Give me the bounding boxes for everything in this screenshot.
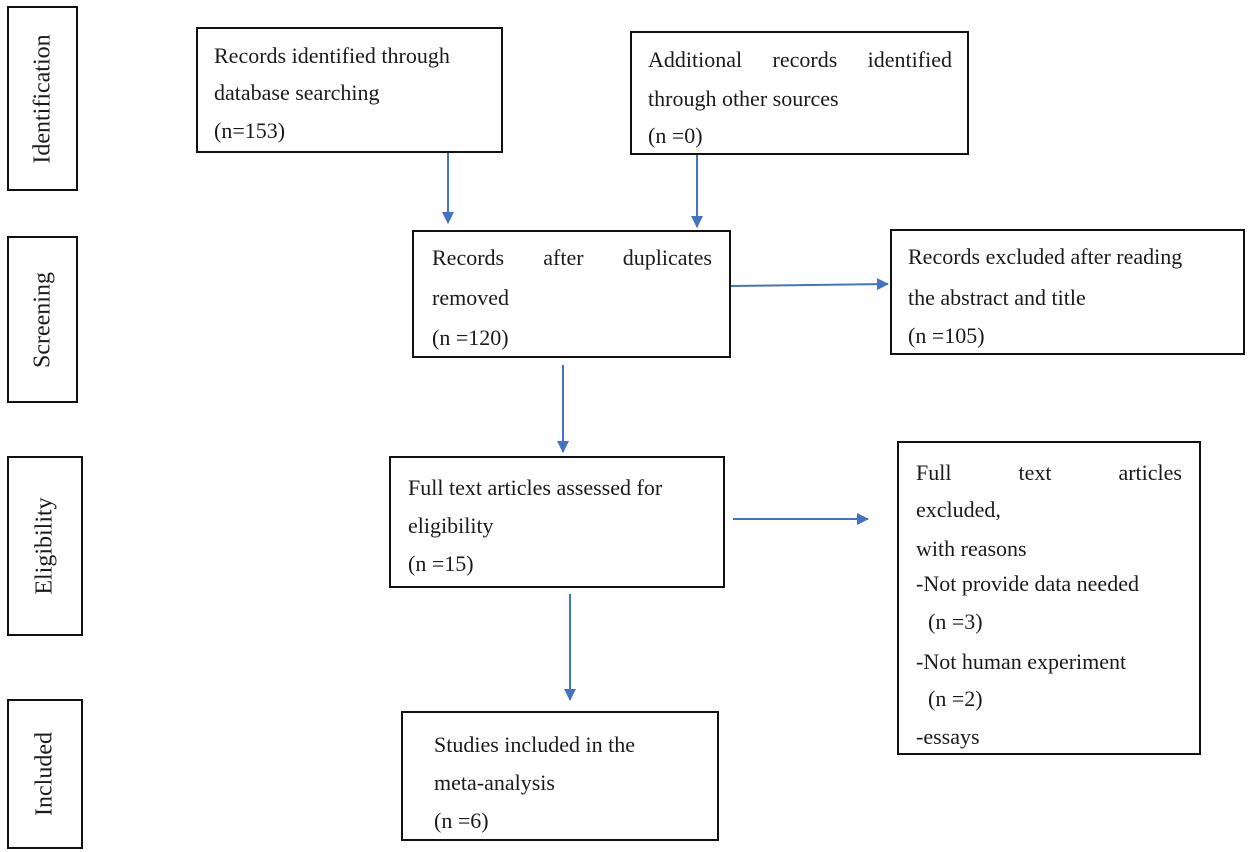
after-duplicates-box: Records after duplicates removed (n =120… — [412, 230, 731, 358]
included-studies-box: Studies included in the meta-analysis (n… — [401, 711, 719, 841]
full-text-excluded-line3: with reasons — [916, 536, 1027, 561]
full-text-assessed-line2: eligibility — [408, 513, 494, 538]
other-sources-line1: Additional records identified — [648, 47, 952, 72]
full-text-excluded-line1: Full text articles — [916, 460, 1182, 485]
reason-not-human: -Not human experiment — [916, 649, 1127, 674]
stage-identification: Identification — [7, 6, 78, 191]
other-sources-box: Additional records identified through ot… — [630, 31, 969, 155]
reason-not-provide-data-count: (n =3) — [928, 609, 983, 634]
excluded-abstract-count: (n =105) — [908, 323, 985, 348]
database-search-box: Records identified through database sear… — [196, 27, 503, 153]
stage-included: Included — [7, 699, 83, 849]
stage-eligibility: Eligibility — [7, 456, 83, 636]
after-duplicates-count: (n =120) — [432, 325, 509, 350]
other-sources-count: (n =0) — [648, 123, 703, 148]
database-search-count: (n=153) — [214, 118, 286, 143]
full-text-assessed-count: (n =15) — [408, 551, 474, 576]
excluded-abstract-line2: the abstract and title — [908, 285, 1086, 310]
stage-screening: Screening — [7, 236, 78, 403]
after-duplicates-line1: Records after duplicates — [432, 245, 712, 270]
included-studies-line1: Studies included in the — [434, 732, 636, 757]
full-text-assessed-box: Full text articles assessed for eligibil… — [389, 456, 725, 588]
other-sources-line2: through other sources — [648, 86, 839, 111]
full-text-excluded-line2: excluded, — [916, 497, 1001, 522]
reason-not-provide-data: -Not provide data needed — [916, 571, 1139, 596]
excluded-abstract-box: Records excluded after reading the abstr… — [890, 229, 1245, 355]
excluded-abstract-line1: Records excluded after reading — [908, 244, 1183, 269]
database-search-line1: Records identified through — [214, 43, 450, 68]
included-studies-line2: meta-analysis — [434, 770, 555, 795]
full-text-excluded-box: Full text articles excluded, with reason… — [897, 441, 1201, 755]
full-text-assessed-line1: Full text articles assessed for — [408, 475, 663, 500]
database-search-line2: database searching — [214, 80, 380, 105]
reason-not-human-count: (n =2) — [928, 686, 983, 711]
arrow-duplicates-to-excluded — [730, 278, 889, 291]
reason-essays: -essays — [916, 724, 980, 749]
after-duplicates-line2: removed — [432, 285, 509, 310]
included-studies-count: (n =6) — [434, 808, 489, 833]
